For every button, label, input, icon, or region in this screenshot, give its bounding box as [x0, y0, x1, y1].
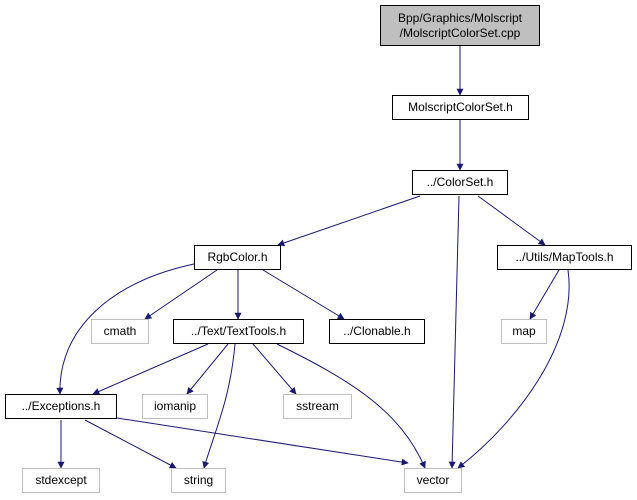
node-mcs[interactable]: MolscriptColorSet.h — [392, 95, 529, 120]
node-rgbcolor[interactable]: RgbColor.h — [194, 245, 281, 270]
edge-colorset-to-maptools — [477, 195, 546, 246]
edge-texttools-to-iomanip — [186, 343, 229, 395]
node-string: string — [171, 468, 226, 493]
edge-exceptions-to-vector — [116, 417, 409, 466]
node-clonable[interactable]: ../Clonable.h — [329, 319, 425, 344]
node-texttools[interactable]: ../Text/TextTools.h — [173, 319, 304, 344]
node-vector: vector — [404, 468, 462, 493]
edge-texttools-to-sstream — [252, 343, 297, 395]
node-colorset[interactable]: ../ColorSet.h — [412, 170, 508, 195]
edge-texttools-to-vector — [276, 343, 426, 469]
node-stdexcept: stdexcept — [22, 468, 100, 493]
edge-rgbcolor-to-exceptions — [56, 263, 195, 395]
node-maptools[interactable]: ../Utils/MapTools.h — [497, 245, 632, 270]
edge-texttools-to-string — [202, 343, 236, 469]
node-cmath: cmath — [91, 319, 149, 344]
edge-maptools-to-vector — [457, 269, 570, 469]
node-iomanip: iomanip — [142, 394, 208, 419]
edge-maptools-to-map — [529, 269, 560, 320]
edge-rgbcolor-to-cmath — [144, 269, 218, 320]
node-map: map — [501, 319, 547, 344]
node-sstream: sstream — [283, 394, 352, 419]
edge-colorset-to-vector — [448, 195, 460, 469]
edge-texttools-to-exceptions — [92, 343, 209, 395]
edge-colorset-to-rgbcolor — [277, 195, 421, 247]
edge-exceptions-to-string — [84, 419, 177, 469]
node-exceptions[interactable]: ../Exceptions.h — [5, 394, 117, 419]
edge-rgbcolor-to-clonable — [262, 269, 345, 320]
node-root[interactable]: Bpp/Graphics/Molscript /MolscriptColorSe… — [380, 5, 540, 46]
